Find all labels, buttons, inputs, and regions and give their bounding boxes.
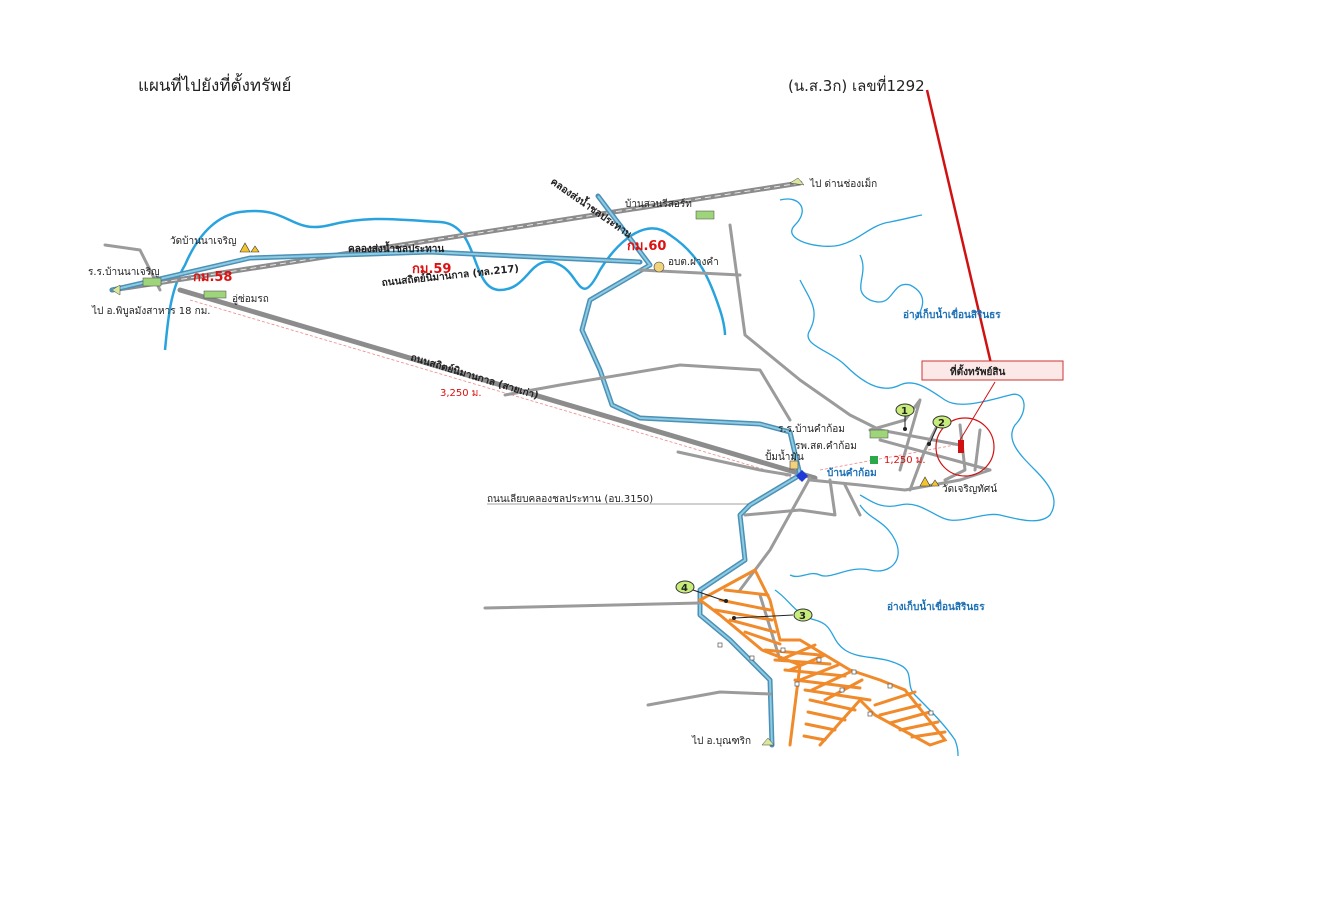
km-58-label: กม.58 [193,270,232,285]
junction-icon [796,470,808,482]
svg-text:3: 3 [799,611,806,622]
land-plots [697,568,948,747]
numbered-markers: 1 2 3 4 [675,403,952,622]
property-location-box [921,360,1064,381]
ban-suan-resort-label: บ้านสวนรีสอร์ท [625,198,692,210]
reservoir-label-south: อ่างเก็บน้ำเขื่อนสิรินธร [887,599,985,613]
property-pointer-line [925,89,995,373]
car-repair-icon [203,290,227,299]
gas-station-icon [789,460,799,470]
direction-arrow-icon [111,284,121,296]
highway-217-centerline [111,182,801,291]
property-pointer-line-2 [959,381,996,441]
health-center-label: รพ.สต.คำก้อม [795,440,857,452]
marker-1: 1 [895,403,915,431]
temple-icon [919,476,940,487]
marker-2: 2 [927,415,952,446]
plot-corner-markers [717,642,934,717]
property-location-label: ที่ตั้งทรัพย์สิน [950,364,1005,378]
school-icon [142,277,162,287]
to-phibun-label: ไป อ.พิบูลมังสาหาร 18 กม. [91,305,211,317]
reservoir-label-north: อ่างเก็บน้ำเขื่อนสิรินธร [903,307,1001,321]
wat-ban-na-charoen-label: วัดบ้านนาเจริญ [170,235,237,247]
distance-guide-1250 [819,444,956,471]
gas-station-label: ปั้มน้ำมัน [765,449,804,463]
document-reference: (น.ส.3ก) เลขที่1292 [788,77,925,95]
obt-office-icon [653,261,665,273]
to-buntharik-label: ไป อ.บุณฑริก [691,735,751,747]
school-na-charoen-label: ร.ร.บ้านนาเจริญ [88,266,160,278]
canal-side-road-label: ถนนเลียบคลองชลประทาน (อบ.3150) [487,493,653,505]
map-title: แผนที่ไปยังที่ตั้งทรัพย์ [138,76,292,96]
car-repair-label: อู่ซ่อมรถ [232,294,269,305]
temple-icon [239,242,260,253]
direction-arrow-icon [789,177,805,186]
irrigation-canal [109,193,803,748]
old-road [177,287,818,481]
resort-icon [695,210,715,220]
school-icon [869,429,889,439]
obt-fang-kham-label: อบต.ฝางคำ [668,257,719,268]
distance-3250-label: 3,250 ม. [440,388,482,399]
distance-1250-label: 1,250 ม. [884,455,926,466]
marker-3: 3 [732,608,813,622]
property-marker-icon [958,440,964,453]
svg-text:2: 2 [938,418,945,429]
km-60-label: กม.60 [627,239,666,254]
school-kham-hom-label: ร.ร.บ้านคำก้อม [778,423,845,435]
distance-guide-3250 [189,299,801,481]
canal-label-diagonal: คลองส่งน้ำชลประทาน [548,174,635,241]
health-center-icon [870,456,878,464]
canal-label: คลองส่งน้ำชลประทาน [348,241,444,255]
svg-text:4: 4 [681,583,688,594]
to-chong-mek-label: ไป ด่านช่องเม็ก [809,176,877,190]
wat-charoen-that-label: วัดเจริญทัศน์ [942,483,997,495]
svg-text:1: 1 [901,406,908,417]
km-59-label: กม.59 [412,262,451,277]
ban-kham-hom-label: บ้านคำก้อม [827,467,877,479]
reservoir-shoreline [774,198,1055,757]
river [163,209,727,351]
marker-4: 4 [675,580,728,603]
direction-arrow-icon [761,737,775,746]
secondary-roads [103,223,992,707]
property-circle [935,417,995,477]
